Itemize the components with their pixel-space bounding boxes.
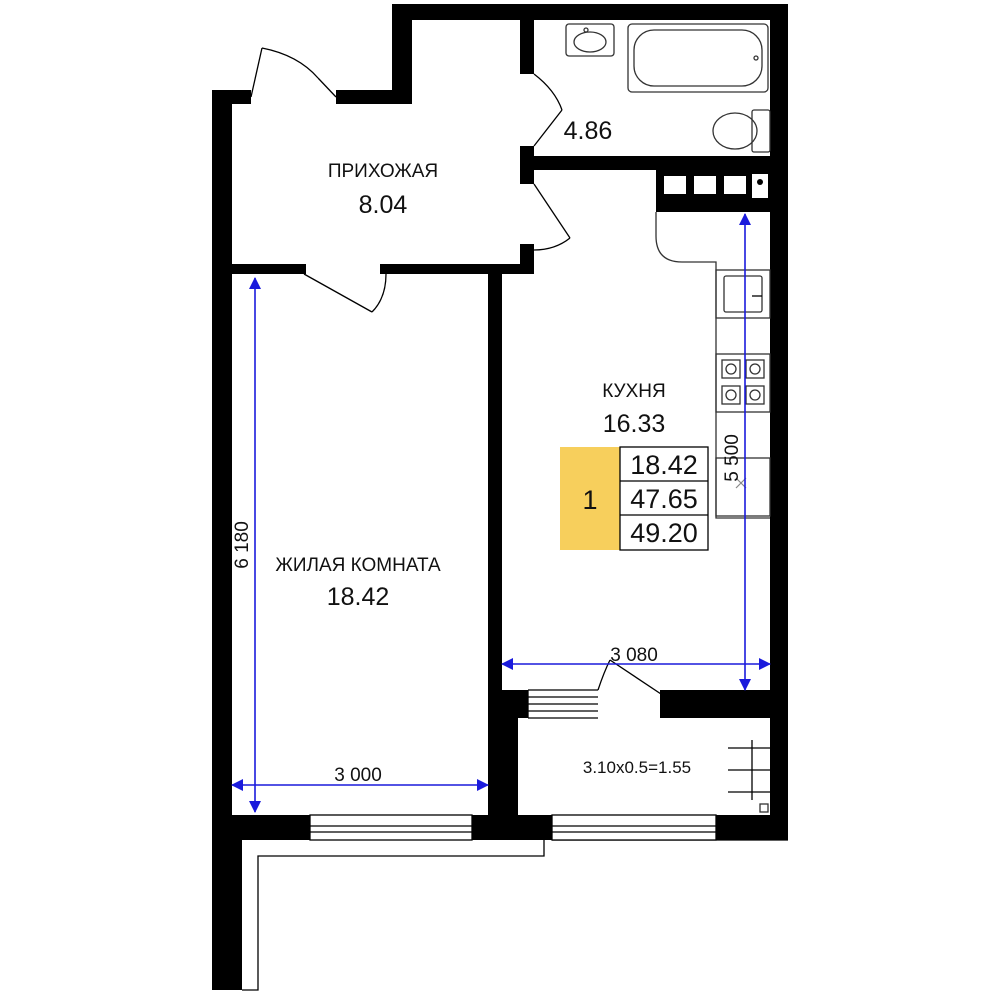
living-width-label: 3 000 bbox=[334, 765, 382, 786]
rooms-count-badge bbox=[560, 447, 620, 550]
toilet-icon bbox=[712, 109, 771, 153]
kitchen-height-label: 5 500 bbox=[722, 434, 743, 482]
bathtub-icon bbox=[627, 23, 769, 93]
balcony-door bbox=[527, 659, 666, 719]
living-name: ЖИЛАЯ КОМНАТА bbox=[275, 555, 441, 576]
total-with-balcony-summary: 49.20 bbox=[630, 518, 698, 548]
entrance-door bbox=[245, 47, 342, 104]
wall-cabinet-icon bbox=[656, 170, 770, 212]
living-area: 18.42 bbox=[327, 583, 390, 611]
living-area-summary: 18.42 bbox=[630, 450, 698, 480]
bathroom-door bbox=[520, 66, 563, 154]
kitchen-area: 16.33 bbox=[603, 410, 666, 438]
bathroom-area: 4.86 bbox=[564, 117, 613, 145]
rooms-count: 1 bbox=[582, 485, 597, 515]
kitchen-door bbox=[520, 176, 571, 252]
kitchen-sink-icon bbox=[715, 269, 771, 319]
balcony-formula: 3.10x0.5=1.55 bbox=[583, 758, 691, 777]
total-area-summary: 47.65 bbox=[630, 484, 698, 514]
walls bbox=[212, 4, 788, 990]
lower-outline bbox=[242, 839, 788, 991]
kitchen-width-label: 3 080 bbox=[610, 645, 658, 666]
hallway-name: ПРИХОЖАЯ bbox=[328, 161, 438, 182]
countertop bbox=[655, 212, 770, 519]
dryer-rack-icon bbox=[728, 740, 770, 813]
living-height-label: 6 180 bbox=[232, 521, 253, 569]
hallway-area: 8.04 bbox=[359, 191, 408, 219]
summary-badge: 1 18.42 47.65 49.20 bbox=[560, 446, 709, 551]
kitchen-name: КУХНЯ bbox=[602, 381, 665, 402]
sink-icon bbox=[565, 23, 615, 57]
stove-icon bbox=[715, 353, 771, 413]
living-door bbox=[298, 264, 388, 313]
balcony-window bbox=[551, 814, 717, 841]
living-window bbox=[309, 814, 473, 841]
